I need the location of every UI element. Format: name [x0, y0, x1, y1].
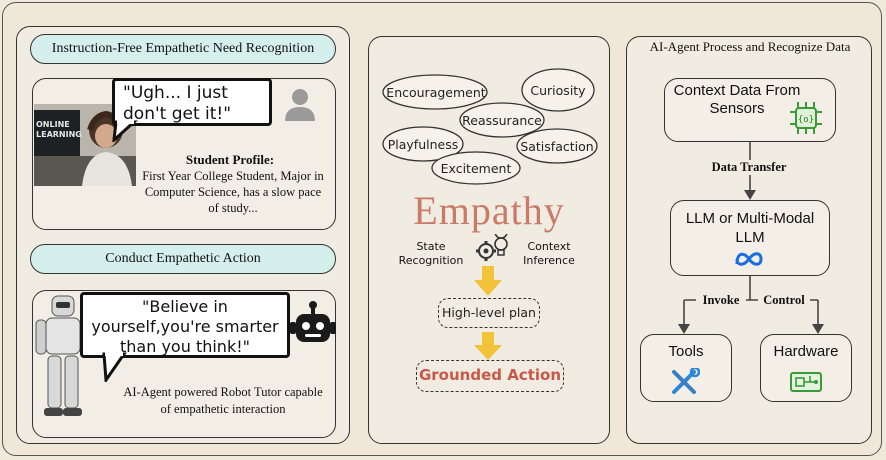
- student-bubble-tail: [112, 120, 138, 142]
- student-quote: "Ugh... I just don't get it!": [123, 83, 232, 124]
- emotion-label: Excitement: [440, 161, 512, 176]
- user-icon: [285, 89, 315, 121]
- robot-icon: [290, 301, 336, 342]
- profile-title: Student Profile:: [185, 152, 275, 167]
- emotion-label: Playfulness: [387, 137, 459, 152]
- robot-quote: "Believe in yourself,you're smarter than…: [91, 297, 279, 356]
- grounded-action-label: Grounded Action: [418, 366, 562, 384]
- high-level-plan-box: High-level plan: [438, 298, 540, 328]
- emotion-clouds: [382, 68, 598, 185]
- emotion-label: Reassurance: [462, 113, 542, 128]
- down-arrow-icon: [474, 332, 502, 360]
- profile-text: First Year College Student, Major in Com…: [142, 169, 324, 215]
- student-speech-bubble: "Ugh... I just don't get it!": [112, 78, 272, 126]
- llm-label: LLM or Multi-Modal LLM: [685, 210, 815, 246]
- robot-bubble-tail: [102, 352, 127, 382]
- down-arrow-icon: [474, 266, 502, 296]
- empathy-title: Empathy: [413, 188, 565, 233]
- monitor-text: ONLINE LEARNING: [36, 120, 82, 139]
- recognition-title-pill: Instruction-Free Empathetic Need Recogni…: [30, 34, 336, 64]
- circuit-board-icon: [790, 372, 822, 392]
- action-title-pill: Conduct Empathetic Action: [30, 244, 336, 274]
- robot-caption: AI-Agent powered Robot Tutor capable of …: [123, 385, 323, 416]
- context-data-label: Context Data From Sensors: [673, 82, 801, 117]
- hardware-box: Hardware: [760, 334, 852, 402]
- emotion-label: Encouragement: [386, 85, 486, 100]
- meta-logo-icon: [735, 252, 763, 266]
- svg-text:{o}: {o}: [798, 115, 814, 125]
- data-transfer-label: Data Transfer: [694, 160, 804, 175]
- high-level-plan-label: High-level plan: [442, 305, 536, 320]
- invoke-label: Invoke: [696, 293, 746, 308]
- tools-label: Tools: [668, 343, 704, 360]
- state-recognition-label: State Recognition: [398, 240, 464, 267]
- gear-bulb-icon: [476, 234, 508, 261]
- grounded-action-box: Grounded Action: [416, 360, 564, 392]
- llm-box: LLM or Multi-Modal LLM: [670, 200, 830, 276]
- context-inference-label: Context Inference: [523, 240, 575, 267]
- emotion-label: Curiosity: [530, 83, 586, 98]
- tools-icon: [672, 368, 700, 394]
- control-label: Control: [758, 293, 810, 308]
- right-panel-title: AI-Agent Process and Recognize Data: [649, 39, 851, 54]
- chip-icon: {o}: [790, 102, 822, 134]
- hardware-label: Hardware: [773, 343, 839, 360]
- robot-speech-bubble: "Believe in yourself,you're smarter than…: [80, 292, 290, 358]
- tools-box: Tools: [640, 334, 732, 402]
- emotion-label: Satisfaction: [520, 139, 594, 154]
